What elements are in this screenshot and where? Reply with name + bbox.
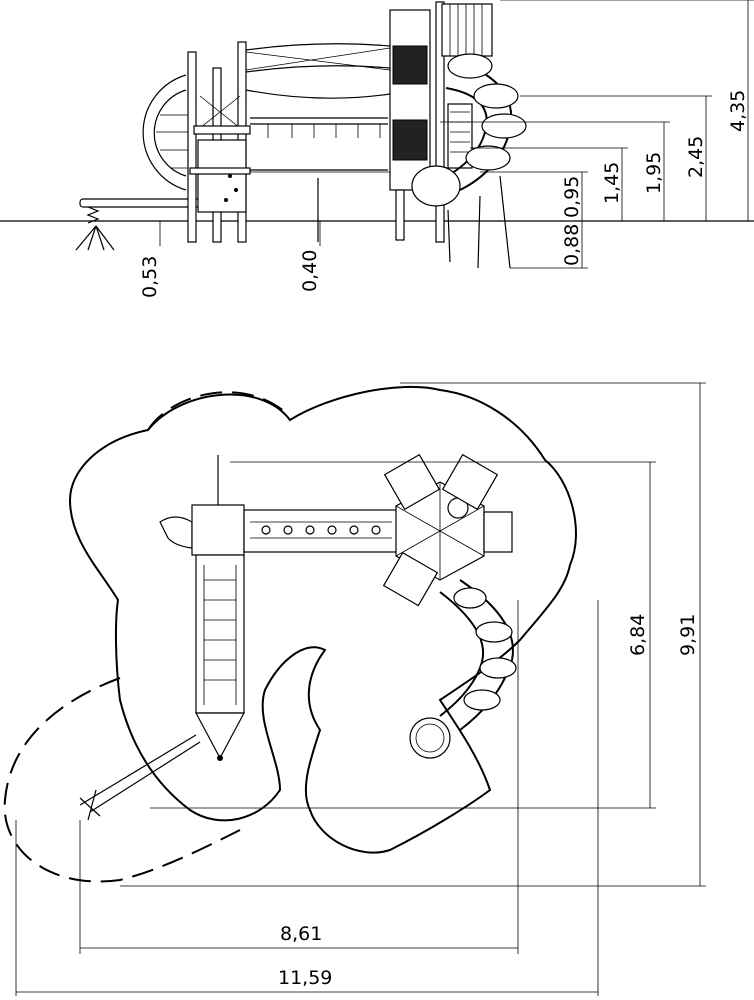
left-tower (142, 41, 251, 243)
elevation-view: 0,53 0,40 0,88 0,95 1,45 1,95 2,45 4,35 (0, 0, 754, 298)
dim-label-0-88: 0,88 (561, 224, 583, 266)
net-bridge (245, 43, 391, 242)
dim-label-0-40: 0,40 (299, 250, 321, 292)
plan-dimension-lines (15, 382, 706, 996)
dim-label-1-45: 1,45 (601, 162, 623, 204)
dim-label-0-53: 0,53 (139, 256, 161, 298)
safety-zone-dashed (3, 391, 286, 883)
dim-label-6-84: 6,84 (627, 614, 649, 656)
dim-label-8-61: 8,61 (280, 923, 322, 945)
dim-label-9-91: 9,91 (677, 614, 699, 656)
dim-label-4-35: 4,35 (727, 90, 749, 132)
safety-zone-outline (68, 385, 577, 854)
dim-label-2-45: 2,45 (685, 136, 707, 178)
height-reference-lines (159, 0, 754, 269)
dim-label-1-95: 1,95 (643, 152, 665, 194)
play-structure-plan (79, 453, 517, 821)
plan-view: 6,84 9,91 8,61 11,59 (3, 382, 706, 996)
tube-slide (411, 53, 527, 269)
dim-label-11-59: 11,59 (278, 967, 332, 989)
dim-label-0-95: 0,95 (561, 176, 583, 218)
